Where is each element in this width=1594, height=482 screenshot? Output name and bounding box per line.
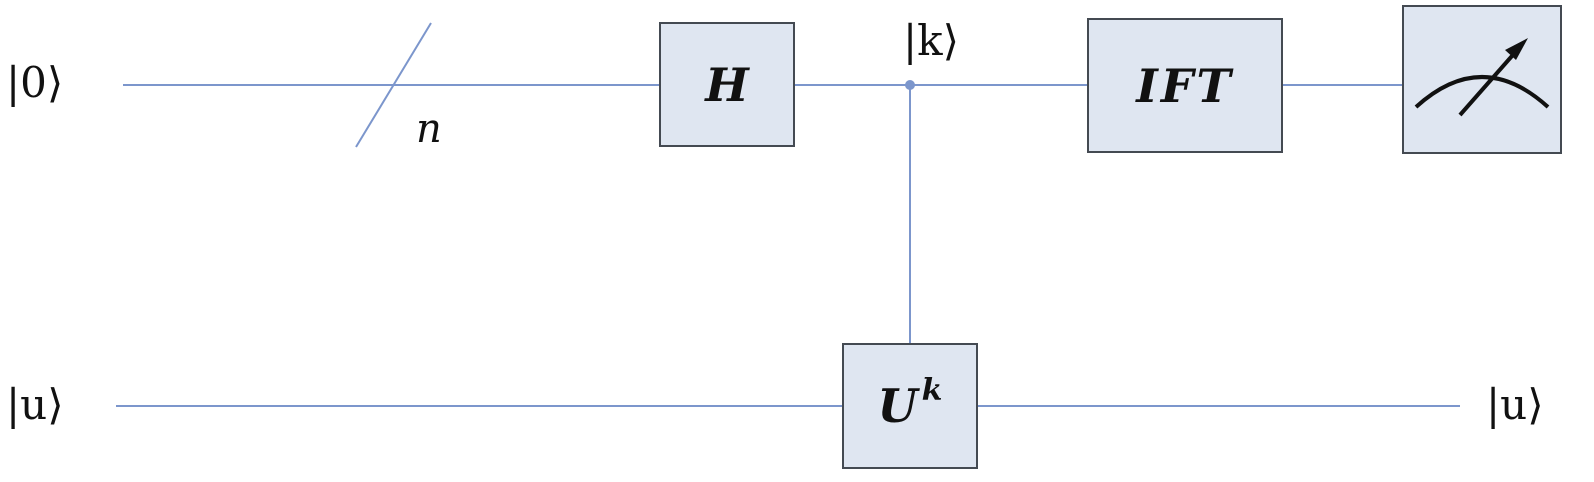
bus-count-label: n — [416, 106, 442, 152]
input-label-top: |0⟩ — [6, 58, 64, 107]
control-state-label: |k⟩ — [903, 16, 959, 65]
bus-slash — [355, 22, 432, 148]
measurement-gate — [1402, 5, 1562, 154]
input-label-bottom: |u⟩ — [6, 380, 64, 429]
hadamard-gate-label: H — [705, 57, 749, 112]
measurement-meter-icon — [1414, 38, 1550, 117]
control-dot — [905, 80, 915, 90]
hadamard-gate: H — [659, 22, 795, 147]
unitary-base-label: U — [877, 379, 918, 433]
unitary-power-label: k — [921, 373, 943, 408]
ift-gate-label: IFT — [1136, 58, 1234, 113]
inverse-fourier-transform-gate: IFT — [1087, 18, 1283, 153]
output-label-bottom: |u⟩ — [1486, 380, 1544, 429]
